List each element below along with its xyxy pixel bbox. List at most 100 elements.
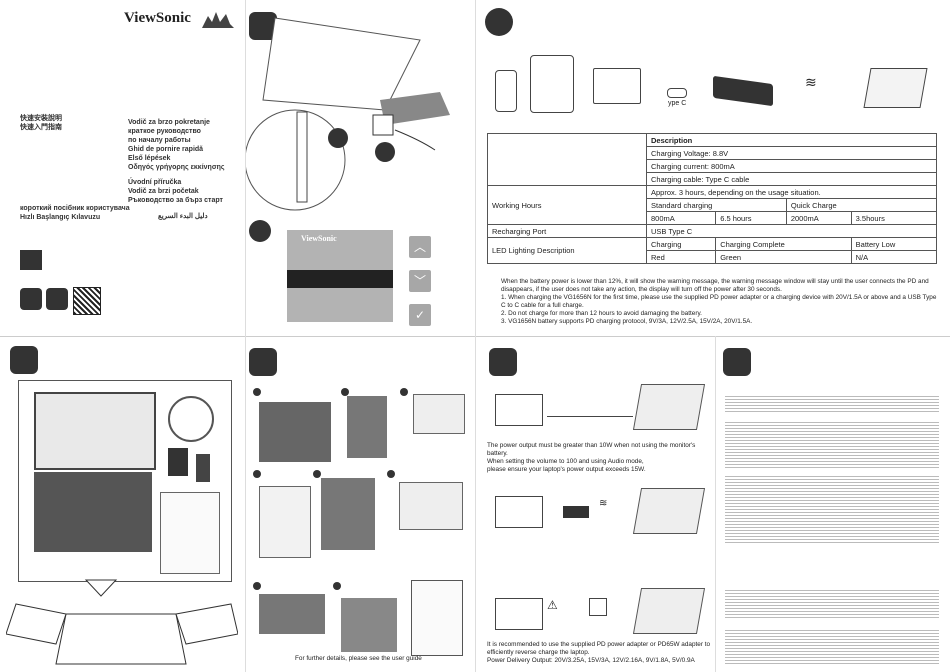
fine-print-block xyxy=(725,628,939,666)
connection-panel: The power output must be greater than 10… xyxy=(475,336,715,672)
manual-image xyxy=(160,492,220,574)
setup-step-image xyxy=(259,402,331,462)
lang-item: Οδηγός γρήγορης εκκίνησης xyxy=(128,164,225,171)
setup-step-image xyxy=(347,396,387,458)
languages-bottom: короткий посібник користувача Hızlı Başl… xyxy=(20,204,130,222)
setup-step-image xyxy=(341,598,397,652)
box-icon xyxy=(10,346,38,374)
cloud-download-icon xyxy=(46,288,68,310)
pouch-image xyxy=(196,454,210,482)
qr-code-icon xyxy=(73,287,101,315)
tablet-icon xyxy=(530,55,574,113)
osd-bar xyxy=(287,270,393,288)
cover-panel: ViewSonic 快速安裝說明 快速入門指南 Vodič za brzo po… xyxy=(0,0,245,336)
table-row: Recharging Port USB Type C xyxy=(487,224,937,238)
phone-icon xyxy=(495,70,517,112)
lang-item: Első lépések xyxy=(128,155,171,162)
lang-item: Ghid de pornire rapidă xyxy=(128,146,204,153)
notes: When the battery power is lower than 12%… xyxy=(501,278,941,326)
fine-print-block xyxy=(725,394,939,414)
monitor-image xyxy=(632,384,706,430)
info-icon xyxy=(723,348,751,376)
step-marker-icon xyxy=(253,388,261,396)
adapter-image xyxy=(563,506,589,518)
laptop-image xyxy=(495,598,543,630)
osd-screen: ViewSonic xyxy=(287,230,393,322)
step-marker-icon xyxy=(400,388,408,396)
setup-step-image xyxy=(259,486,311,558)
package-panel xyxy=(0,336,245,672)
charger-image xyxy=(589,598,607,616)
step-marker-icon xyxy=(387,470,395,478)
setup-footer: For further details, please see the user… xyxy=(295,655,422,662)
birds-logo-icon xyxy=(200,10,236,35)
osd-down-button[interactable]: ﹀ xyxy=(409,270,431,292)
setup-step-image xyxy=(259,594,325,634)
adapter-image xyxy=(168,448,188,476)
setup-panel: For further details, please see the user… xyxy=(245,336,475,672)
lang-item: по началу работы xyxy=(128,137,191,144)
monitor-image xyxy=(632,488,706,534)
lang-item: Ръководство за бърз старт xyxy=(128,197,223,204)
table-row: Working Hours Approx. 3 hours, depending… xyxy=(487,185,937,225)
monitor-back-image xyxy=(34,472,152,552)
lang-item: Úvodní příručka xyxy=(128,179,182,186)
laptop-image xyxy=(495,394,543,426)
lang-item: Vodič za brzi početak xyxy=(128,188,199,195)
step-marker-icon xyxy=(333,582,341,590)
cable-icon xyxy=(489,348,517,376)
fine-print-block xyxy=(725,420,939,468)
setup-step-image xyxy=(399,482,463,530)
table-row: LED Lighting Description Charging Chargi… xyxy=(487,237,938,264)
power-panel: ype C ≋ Description Charging Voltage: 8.… xyxy=(475,0,950,336)
controls-panel: ViewSonic ︿ ﹀ ✓ xyxy=(245,0,475,336)
lang-item: Vodič za brzo pokretanje xyxy=(128,119,210,126)
lang-item: короткий посібник користувача xyxy=(20,205,130,212)
laptop-image xyxy=(495,496,543,528)
step-marker-icon xyxy=(485,8,513,36)
fine-print-block xyxy=(725,588,939,618)
osd-ok-button[interactable]: ✓ xyxy=(409,304,431,326)
lang-item: 快速安裝說明 xyxy=(20,115,62,122)
languages-right: Vodič za brzo pokretanje краткое руковод… xyxy=(128,118,225,205)
note-3: 3. VG1656N battery supports PD charging … xyxy=(501,318,753,325)
adapter-icon xyxy=(713,75,773,107)
laptop-icon xyxy=(593,68,641,104)
setup-step-image xyxy=(411,580,463,656)
lang-item: краткое руководство xyxy=(128,128,201,135)
step-marker-icon xyxy=(313,470,321,478)
osd-brand: ViewSonic xyxy=(301,234,337,243)
note-intro: When the battery power is lower than 12%… xyxy=(501,278,929,293)
warning-icon: ⚠ xyxy=(547,598,558,612)
table-row: Description xyxy=(487,133,937,186)
cable-image xyxy=(168,396,214,442)
wireless-icon: ≋ xyxy=(599,498,608,509)
open-box-illustration xyxy=(6,579,238,665)
brand-logo: ViewSonic xyxy=(124,10,191,26)
connection-text-2: It is recommended to use the supplied PD… xyxy=(487,641,711,664)
lang-item: Hızlı Başlangıç Kılavuzu xyxy=(20,214,101,221)
step-marker-icon xyxy=(253,582,261,590)
step-marker-icon xyxy=(253,470,261,478)
usb-c-icon xyxy=(667,88,687,98)
note-1: 1. When charging the VG1656N for the fir… xyxy=(501,294,937,309)
fold-line xyxy=(475,0,476,672)
book-icon xyxy=(20,288,42,310)
step-marker-icon xyxy=(249,220,271,242)
note-2: 2. Do not charge for more than 12 hours … xyxy=(501,310,702,317)
lang-arabic: دليل البدء السريع xyxy=(158,213,208,220)
monitor-icon xyxy=(863,68,928,108)
languages-left: 快速安裝說明 快速入門指南 xyxy=(20,114,62,132)
osd-up-button[interactable]: ︿ xyxy=(409,236,431,258)
wireless-icon: ≋ xyxy=(805,74,817,90)
cable-label: ype C xyxy=(668,100,687,107)
fold-line xyxy=(245,0,246,672)
table-row: Standard charging Quick Charge xyxy=(488,198,938,212)
monitor-front-image xyxy=(34,392,156,470)
table-header: Description xyxy=(646,133,937,147)
monitor-image xyxy=(632,588,706,634)
cable-line xyxy=(547,416,633,417)
spec-table: Description Charging Voltage: 8.8V Charg… xyxy=(487,133,938,264)
step-marker-icon xyxy=(341,388,349,396)
connection-text-1: The power output must be greater than 10… xyxy=(487,442,696,473)
